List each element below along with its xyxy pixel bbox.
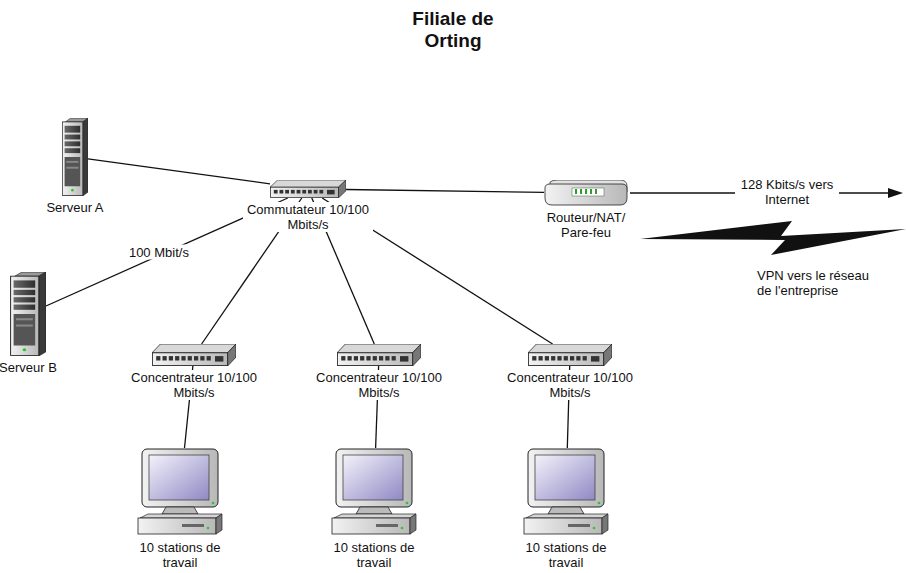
device-label: Concentrateur 10/100 Mbits/s xyxy=(129,370,259,400)
device-label: Commutateur 10/100 Mbits/s xyxy=(243,202,373,232)
hub-node: Concentrateur 10/100 Mbits/s xyxy=(152,344,236,366)
link-label: 100 Mbit/s xyxy=(127,244,191,259)
hub-node: Concentrateur 10/100 Mbits/s xyxy=(528,344,612,366)
hub-node: Concentrateur 10/100 Mbits/s xyxy=(337,344,421,366)
switch-icon xyxy=(152,344,236,366)
vpn-label: VPN vers le réseau de l'entreprise xyxy=(755,268,871,298)
workstation-node: 10 stations de travail xyxy=(136,448,224,536)
network-link xyxy=(88,159,270,184)
device-label: 10 stations de travail xyxy=(313,540,435,570)
link-speed-label: 128 Kbits/s vers Internet xyxy=(735,177,839,207)
network-link xyxy=(346,190,544,193)
workstation-node: 10 stations de travail xyxy=(330,448,418,536)
router-icon xyxy=(544,180,628,206)
switch-icon xyxy=(337,344,421,366)
switch-icon xyxy=(270,180,346,198)
server-icon xyxy=(62,118,88,196)
workstation-icon xyxy=(330,448,418,536)
device-label: Serveur B xyxy=(0,360,61,375)
router-node: Routeur/NAT/ Pare-feu xyxy=(544,180,628,206)
diagram-title: Filiale de Orting xyxy=(393,8,513,52)
workstation-icon xyxy=(522,448,610,536)
device-label: Routeur/NAT/ Pare-feu xyxy=(534,210,638,240)
device-label: 10 stations de travail xyxy=(119,540,241,570)
device-label: Concentrateur 10/100 Mbits/s xyxy=(505,370,635,400)
device-label: Serveur A xyxy=(42,200,108,215)
server-icon xyxy=(10,272,46,356)
internet-arrowhead xyxy=(888,188,903,198)
device-label: 10 stations de travail xyxy=(505,540,627,570)
switch-node: Commutateur 10/100 Mbits/s xyxy=(270,180,346,198)
device-label: Concentrateur 10/100 Mbits/s xyxy=(314,370,444,400)
server-node: Serveur B xyxy=(10,272,46,356)
workstation-icon xyxy=(136,448,224,536)
switch-icon xyxy=(528,344,612,366)
workstation-node: 10 stations de travail xyxy=(522,448,610,536)
server-node: Serveur A xyxy=(62,118,88,196)
vpn-lightning xyxy=(640,221,906,255)
